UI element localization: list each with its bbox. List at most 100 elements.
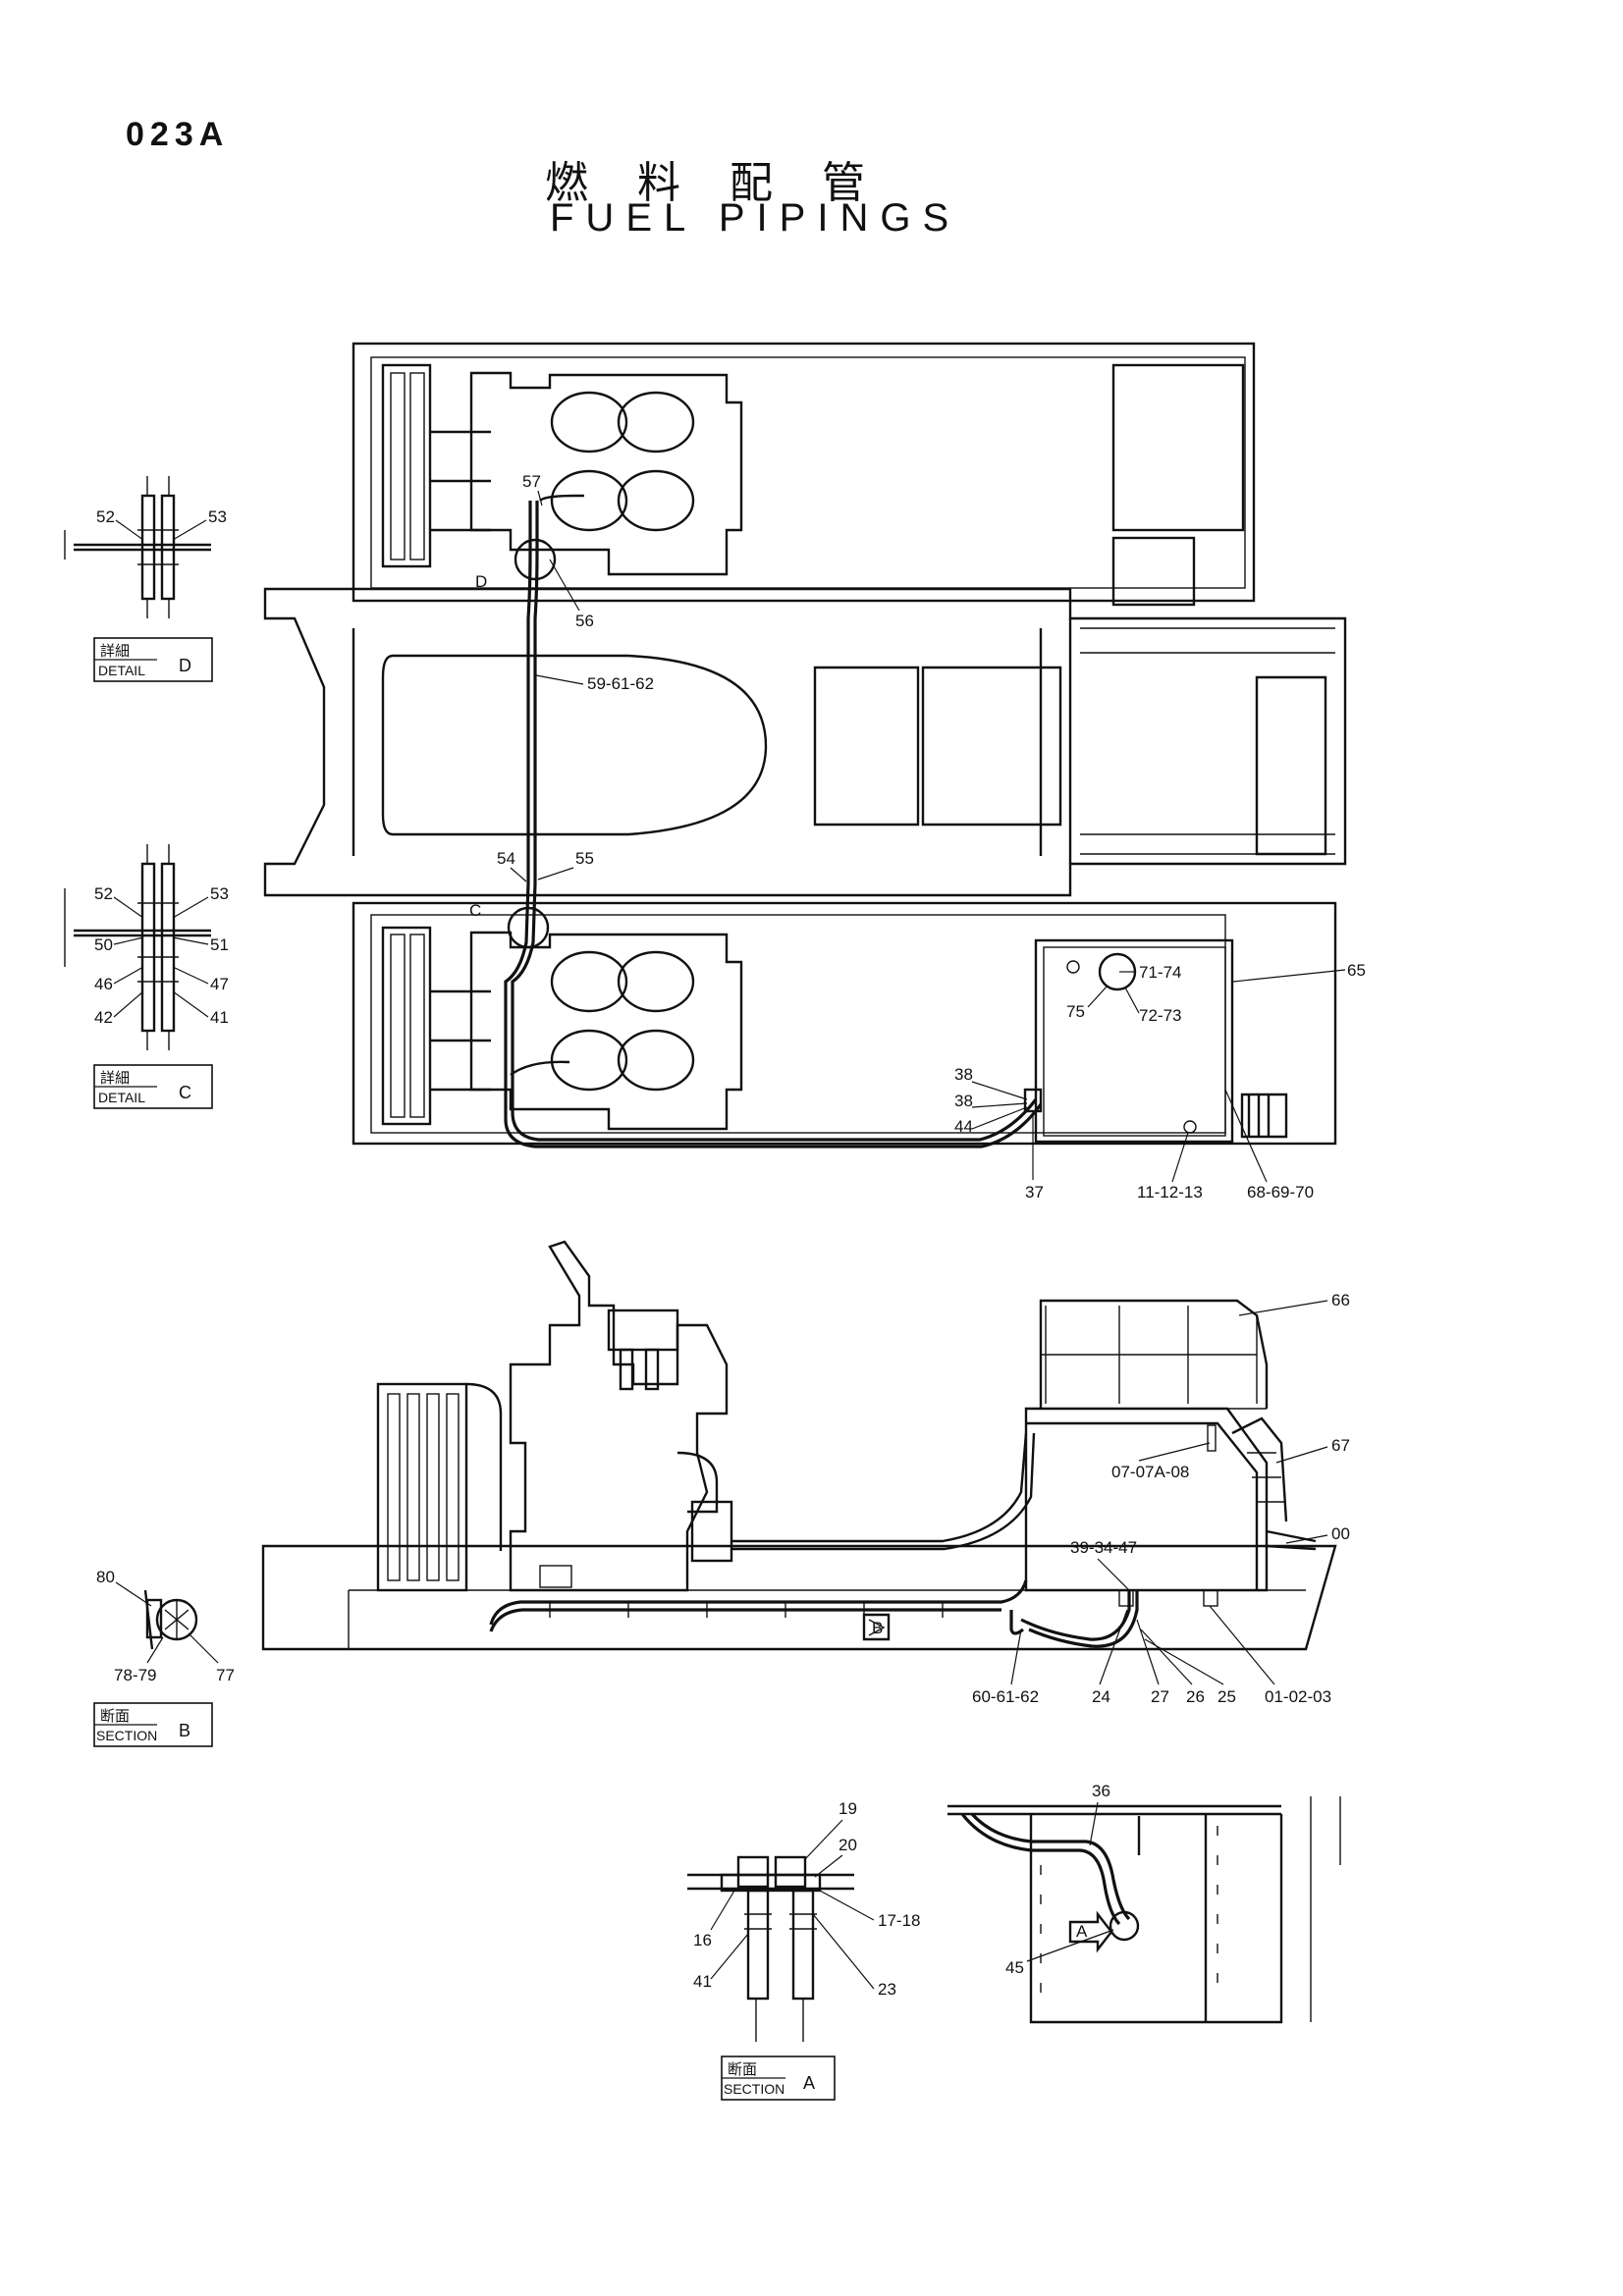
callout-27: 27 (1151, 1687, 1169, 1706)
svg-text:DETAIL: DETAIL (98, 663, 145, 678)
section-b-tag: 断面 SECTION B (93, 1702, 213, 1747)
svg-text:D: D (179, 656, 191, 675)
detail-d: 52 53 (64, 476, 227, 618)
callout-75: 75 (1066, 1002, 1085, 1021)
tank-detail-view: A 36 45 (947, 1782, 1341, 2024)
callout-56: 56 (575, 612, 594, 630)
callout-57: 57 (522, 472, 541, 491)
callout-01-02-03: 01-02-03 (1265, 1687, 1331, 1706)
callout-59-61-62: 59-61-62 (587, 674, 654, 693)
detail-c-callout-52: 52 (94, 884, 113, 903)
detail-c-marker (507, 906, 550, 949)
engine-side (509, 1240, 729, 1592)
callout-67: 67 (1331, 1436, 1350, 1455)
callout-c: C (469, 901, 481, 920)
detail-c-callout-41: 41 (210, 1008, 229, 1027)
callout-38a: 38 (954, 1065, 973, 1084)
callout-00: 00 (1331, 1524, 1350, 1543)
engine-upper (469, 371, 743, 576)
tank-side (1024, 1407, 1269, 1592)
callout-65: 65 (1347, 961, 1366, 980)
fuel-tank (1034, 938, 1234, 1144)
section-a-callout-23: 23 (878, 1980, 896, 1999)
title-japanese: 燃料配管 (545, 158, 914, 208)
callout-11-12-13: 11-12-13 (1137, 1183, 1203, 1201)
callout-07-07a-08: 07-07A-08 (1111, 1463, 1189, 1481)
section-b: 80 78-79 77 (96, 1568, 235, 1684)
fuel-line-side (489, 1579, 1028, 1626)
callout-39-34-47: 39-34-47 (1070, 1538, 1137, 1557)
base-deck (261, 1544, 1337, 1651)
detail-c-callout-53: 53 (210, 884, 229, 903)
detail-c-tag: 詳細 DETAIL C (93, 1064, 213, 1109)
side-callouts: 66 67 07-07A-08 00 39-34-47 60-61-62 24 … (972, 1291, 1350, 1706)
svg-text:DETAIL: DETAIL (98, 1090, 145, 1105)
callout-37: 37 (1025, 1183, 1044, 1201)
detail-d-callout-53: 53 (208, 507, 227, 526)
section-a-callout-17-18: 17-18 (878, 1911, 920, 1930)
tank-detail-callout-36: 36 (1092, 1782, 1110, 1800)
detail-c-callout-42: 42 (94, 1008, 113, 1027)
svg-text:A: A (803, 2073, 815, 2093)
side-view (261, 1240, 1337, 1651)
detail-c-callout-50: 50 (94, 935, 113, 954)
callout-72-73: 72-73 (1139, 1006, 1181, 1025)
side-view-section-b-marker: B (872, 1619, 883, 1637)
radiator-upper (381, 363, 432, 568)
tank-detail-callout-45: 45 (1005, 1958, 1024, 1977)
ladder-plan (1240, 1093, 1288, 1139)
radiator-side (376, 1382, 468, 1592)
callout-d: D (475, 572, 487, 591)
radiator-lower (381, 926, 432, 1126)
detail-c-callout-47: 47 (210, 975, 229, 993)
section-a-callout-16: 16 (693, 1931, 712, 1949)
detail-c-callout-46: 46 (94, 975, 113, 993)
section-a-callout-19: 19 (839, 1799, 857, 1818)
handrail (1039, 1299, 1269, 1409)
callout-24: 24 (1092, 1687, 1110, 1706)
detail-c-callout-51: 51 (210, 935, 229, 954)
callout-66: 66 (1331, 1291, 1350, 1309)
svg-text:詳細: 詳細 (100, 642, 130, 660)
page-code: 023A (126, 116, 230, 153)
center-frame (263, 587, 1347, 897)
section-a-callout-41: 41 (693, 1972, 712, 1991)
detail-d-callout-52: 52 (96, 507, 115, 526)
svg-text:断面: 断面 (728, 2060, 757, 2078)
plan-callouts: 57 D 56 59-61-62 54 55 C 71-74 75 72-73 … (469, 472, 1366, 1201)
section-a-tag: 断面 SECTION A (721, 2056, 836, 2101)
tank-detail-callout-a: A (1076, 1922, 1088, 1941)
detail-d-marker (514, 538, 557, 581)
cab-block (1111, 363, 1245, 532)
callout-54: 54 (497, 849, 515, 868)
svg-text:C: C (179, 1083, 191, 1102)
section-b-callout-80: 80 (96, 1568, 115, 1586)
section-a-callout-20: 20 (839, 1836, 857, 1854)
callout-55: 55 (575, 849, 594, 868)
svg-text:詳細: 詳細 (100, 1069, 130, 1087)
step-ladder (1231, 1416, 1288, 1522)
section-b-callout-77: 77 (216, 1666, 235, 1684)
section-a: 19 20 16 17-18 41 23 (687, 1799, 920, 2042)
engine-lower (469, 931, 743, 1131)
callout-60-61-62: 60-61-62 (972, 1687, 1039, 1706)
boom-end (1255, 675, 1327, 856)
section-a-arrow (1068, 1910, 1113, 1953)
callout-26: 26 (1186, 1687, 1205, 1706)
plan-view (263, 342, 1347, 1148)
lower-frame (352, 901, 1337, 1146)
fuel-line-main (504, 501, 1043, 1148)
callout-68-69-70: 68-69-70 (1247, 1183, 1314, 1201)
center-cutout (381, 654, 768, 836)
svg-text:断面: 断面 (100, 1707, 130, 1725)
svg-text:B: B (179, 1721, 190, 1740)
callout-25: 25 (1217, 1687, 1236, 1706)
svg-text:SECTION: SECTION (96, 1728, 157, 1743)
svg-text:SECTION: SECTION (724, 2081, 784, 2097)
callout-38b: 38 (954, 1092, 973, 1110)
section-b-callout-78-79: 78-79 (114, 1666, 156, 1684)
callout-44: 44 (954, 1117, 973, 1136)
detail-d-tag: 詳細 DETAIL D (93, 637, 213, 682)
callout-71-74: 71-74 (1139, 963, 1181, 982)
